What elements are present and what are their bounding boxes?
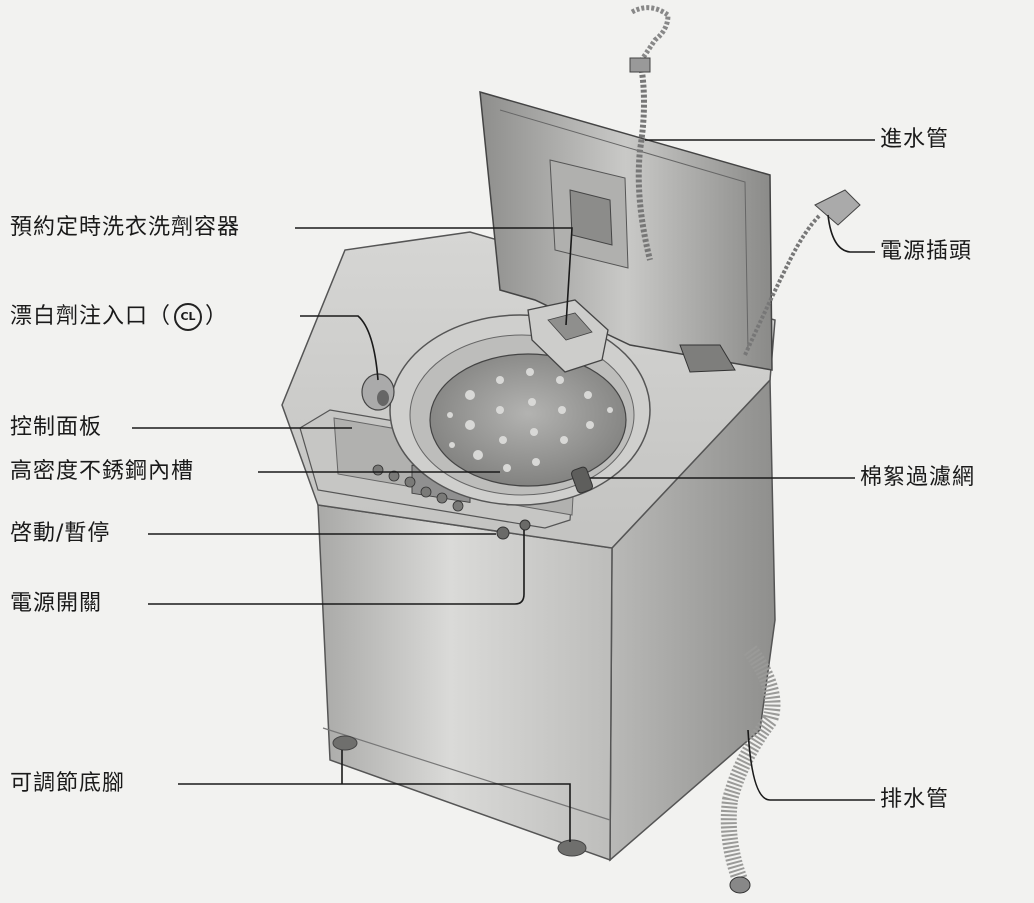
foot-right [557,839,587,857]
label-bleach-inlet-group: 漂白劑注入口（CL） [10,303,228,331]
leader-drain-hose [747,729,875,801]
label-lint-filter: 棉絮過濾網 [860,465,976,490]
inlet-hose-illustration [635,59,653,261]
washing-machine-illustration [281,5,861,894]
leader-detergent-dispenser [295,227,573,326]
bleach-open-paren: （ [148,304,172,329]
power-cord-illustration [743,213,822,356]
label-power-plug: 電源插頭 [880,239,973,264]
drain-hose-illustration [720,645,781,883]
bleach-close-paren: ） [205,304,229,329]
label-stainless-tub: 高密度不銹鋼內槽 [10,459,195,484]
leader-bleach-inlet [300,315,379,381]
label-drain-hose: 排水管 [880,787,950,812]
label-control-panel: 控制面板 [10,415,103,440]
leader-adjustable-feet [178,783,571,842]
label-start-pause: 啓動/暫停 [10,521,111,546]
label-power-switch: 電源開關 [10,591,103,616]
label-adjustable-feet: 可調節底腳 [10,771,126,796]
foot-left [332,735,358,751]
bleach-cl-icon: CL [174,303,203,331]
label-inlet-hose: 進水管 [880,127,950,152]
lint-filter-illustration [571,466,593,494]
leader-power-plug [827,214,875,253]
leader-power-switch [148,530,525,605]
label-detergent-dispenser: 預約定時洗衣洗劑容器 [10,215,241,240]
power-plug-illustration [814,189,861,226]
leader-lines [132,139,875,842]
label-bleach-inlet: 漂白劑注入口 [10,304,149,329]
start-pause-button-illustration [496,526,510,540]
power-button-illustration [519,519,531,531]
